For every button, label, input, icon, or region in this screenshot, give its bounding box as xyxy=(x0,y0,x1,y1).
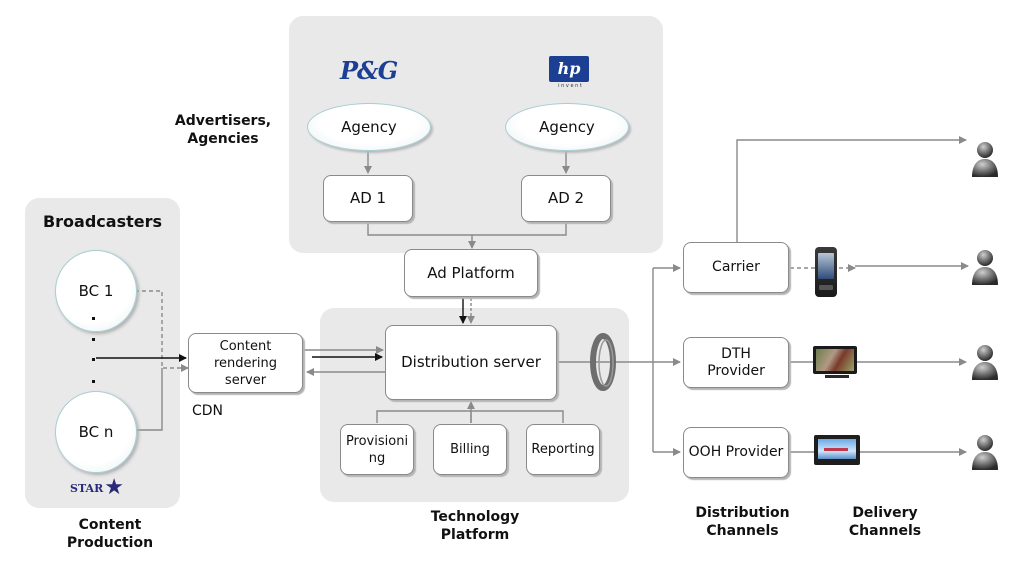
hp-logo-mark: hp xyxy=(549,56,589,82)
star-logo: STAR ★ xyxy=(70,475,124,500)
advertisers-label: Advertisers, Agencies xyxy=(174,113,272,147)
user-icon xyxy=(972,345,998,380)
carrier-node: Carrier xyxy=(683,242,789,293)
cdn-label: CDN xyxy=(192,403,224,419)
ads-to-platform xyxy=(367,222,567,236)
content-production-label: Content Production xyxy=(66,517,154,551)
dth-provider-node: DTH Provider xyxy=(683,337,789,388)
hp-logo: hp i n v e n t xyxy=(549,56,591,89)
bc-node-1: BC 1 xyxy=(55,250,137,332)
mobile-phone-icon xyxy=(815,247,837,297)
ellipsis-dot xyxy=(92,358,95,361)
provisioning-node: Provisioning xyxy=(340,424,414,475)
reporting-node: Reporting xyxy=(526,424,600,475)
technology-platform-label: Technology Platform xyxy=(430,509,520,543)
agency-node-1: Agency xyxy=(307,103,431,151)
ad-node-2: AD 2 xyxy=(521,175,611,222)
tv-icon xyxy=(813,346,859,380)
ad-platform-node: Ad Platform xyxy=(404,249,538,297)
ad-node-1: AD 1 xyxy=(323,175,413,222)
delivery-channels-label: Delivery Channels xyxy=(848,505,922,539)
user-icon xyxy=(972,435,998,470)
bc-node-n: BC n xyxy=(55,391,137,473)
agency-node-2: Agency xyxy=(505,103,629,151)
user-icon xyxy=(972,250,998,285)
bcn-link xyxy=(135,368,163,431)
distribution-server-node: Distribution server xyxy=(385,325,557,400)
billing-node: Billing xyxy=(433,424,507,475)
bc1-dashed xyxy=(135,290,189,372)
ooh-provider-node: OOH Provider xyxy=(683,427,789,478)
ellipsis-dot xyxy=(92,338,95,341)
user-icon xyxy=(972,142,998,177)
content-rendering-server-node: Content rendering server xyxy=(188,333,303,393)
broadcasters-title: Broadcasters xyxy=(42,212,163,231)
ellipsis-dot xyxy=(92,317,95,320)
star-logo-text: STAR xyxy=(70,481,104,495)
ooh-display-icon xyxy=(814,435,860,465)
hp-logo-tagline: i n v e n t xyxy=(558,83,582,89)
star-icon: ★ xyxy=(104,475,124,500)
distribution-channels-label: Distribution Channels xyxy=(695,505,790,539)
pg-logo: P&G xyxy=(340,56,398,85)
network-ring-icon xyxy=(590,333,616,391)
ellipsis-dot xyxy=(92,380,95,383)
